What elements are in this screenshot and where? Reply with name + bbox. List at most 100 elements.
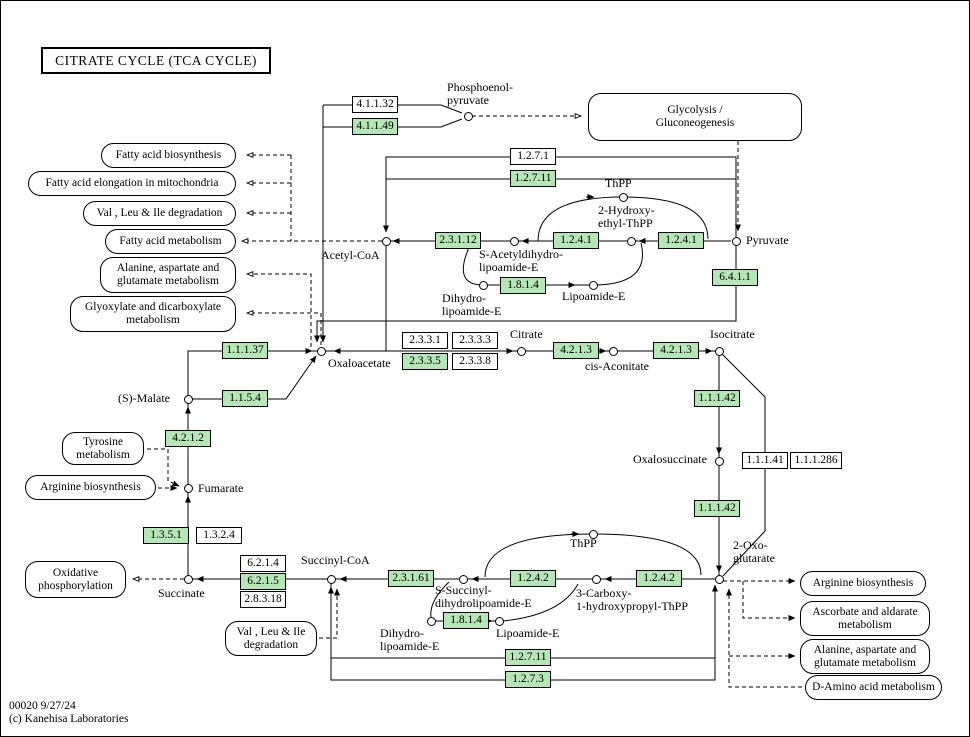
- pathway-link-label: Glyoxylate and dicarboxylate: [84, 301, 222, 313]
- compound-node-pyruvate[interactable]: [731, 236, 741, 246]
- compound-node-thpp-pdh[interactable]: [618, 192, 628, 202]
- pathway-link-label: metabolism: [126, 314, 180, 326]
- pathway-link-fatty-acid-elongation-mitochondria[interactable]: Fatty acid elongation in mitochondria: [28, 171, 236, 196]
- enzyme-box-2.3.3.1[interactable]: 2.3.3.1: [402, 332, 448, 349]
- compound-label-oxaloacetate: Oxaloacetate: [328, 356, 391, 370]
- pathway-link-glycolysis[interactable]: Glycolysis /Gluconeogenesis: [588, 93, 802, 141]
- compound-node-s-succinyldihydrolipoamide-e[interactable]: [458, 574, 468, 584]
- compound-node-oxalosuccinate[interactable]: [714, 456, 724, 466]
- pathway-link-label: metabolism: [838, 618, 892, 631]
- compound-label-dihydro-lipoamide-e-ogdh: Dihydro-lipoamide-E: [380, 626, 440, 653]
- compound-label-cis-aconitate: cis-Aconitate: [585, 359, 649, 373]
- compound-node-oxaloacetate[interactable]: [316, 346, 326, 356]
- compound-node-lipoamide-e-ogdh[interactable]: [494, 616, 504, 626]
- enzyme-box-1.1.1.41[interactable]: 1.1.1.41: [742, 452, 788, 469]
- compound-label-isocitrate: Isocitrate: [710, 327, 755, 341]
- compound-label-lipoamide-e-ogdh: Lipoamide-E: [496, 626, 560, 640]
- enzyme-box-6.2.1.5[interactable]: 6.2.1.5: [240, 573, 286, 590]
- enzyme-box-1.1.1.42[interactable]: 1.1.1.42: [694, 390, 740, 407]
- enzyme-box-2.8.3.18[interactable]: 2.8.3.18: [240, 591, 286, 608]
- compound-node-acetyl-coa[interactable]: [381, 236, 391, 246]
- pathway-link-label: Val , Leu & Ile: [236, 625, 306, 638]
- pathway-link-label: Alanine, aspartate and: [813, 643, 917, 656]
- compound-label-fumarate: Fumarate: [198, 481, 244, 495]
- enzyme-box-1.2.7.11[interactable]: 1.2.7.11: [510, 170, 556, 187]
- pathway-link-label: Alanine, aspartate and: [116, 262, 220, 274]
- enzyme-box-4.2.1.3[interactable]: 4.2.1.3: [653, 342, 699, 359]
- pathway-link-label: Glycolysis /: [667, 104, 723, 116]
- enzyme-box-6.2.1.4[interactable]: 6.2.1.4: [240, 555, 286, 572]
- enzyme-box-6.4.1.1[interactable]: 6.4.1.1: [712, 269, 758, 286]
- enzyme-box-1.3.5.1[interactable]: 1.3.5.1: [143, 527, 189, 544]
- compound-node-fumarate[interactable]: [183, 483, 193, 493]
- enzyme-box-1.2.7.3[interactable]: 1.2.7.3: [505, 671, 551, 688]
- pathway-link-label: Gluconeogenesis: [655, 117, 735, 129]
- copyright: (c) Kanehisa Laboratories: [9, 713, 129, 725]
- enzyme-box-1.1.5.4[interactable]: 1.1.5.4: [222, 390, 268, 407]
- compound-node-s-acetyldihydrolipoamide-e[interactable]: [509, 236, 519, 246]
- compound-node-2-hydroxyethyl-thpp[interactable]: [626, 236, 636, 246]
- compound-label-s-succinyl-dihydrolipoamide-e: S-Succinyl-dihydrolipoamide-E: [435, 583, 532, 610]
- enzyme-box-4.1.1.32[interactable]: 4.1.1.32: [352, 96, 398, 113]
- compound-node-dihydrolipoamide-e-pdh[interactable]: [478, 280, 488, 290]
- enzyme-box-1.2.4.2[interactable]: 1.2.4.2: [510, 570, 556, 587]
- compound-node-succinate[interactable]: [183, 574, 193, 584]
- pathway-link-label: Fatty acid metabolism: [119, 235, 222, 247]
- compound-node-3-carboxy-1-hydroxypropyl-thpp[interactable]: [591, 574, 601, 584]
- enzyme-box-1.1.1.37[interactable]: 1.1.1.37: [222, 342, 268, 359]
- enzyme-box-2.3.3.5[interactable]: 2.3.3.5: [402, 353, 448, 370]
- enzyme-box-1.2.4.1[interactable]: 1.2.4.1: [658, 232, 704, 249]
- enzyme-box-1.8.1.4[interactable]: 1.8.1.4: [500, 277, 546, 294]
- compound-label-phosphoenolpyruvate: Phosphoenol-pyruvate: [447, 80, 513, 107]
- compound-node-dihydrolipoamide-e-ogdh[interactable]: [426, 616, 436, 626]
- compound-node-lipoamide-e-pdh[interactable]: [588, 280, 598, 290]
- pathway-link-fatty-acid-biosynthesis[interactable]: Fatty acid biosynthesis: [101, 143, 236, 168]
- compound-node-citrate[interactable]: [516, 346, 526, 356]
- compound-node-succinyl-coa[interactable]: [326, 574, 336, 584]
- pathway-link-fatty-acid-metabolism[interactable]: Fatty acid metabolism: [105, 229, 236, 254]
- enzyme-box-1.1.1.286[interactable]: 1.1.1.286: [790, 452, 842, 469]
- enzyme-box-2.3.3.8[interactable]: 2.3.3.8: [452, 353, 498, 370]
- enzyme-box-1.8.1.4[interactable]: 1.8.1.4: [443, 612, 489, 629]
- pathway-link-label: glutamate metabolism: [814, 656, 916, 669]
- compound-label-succinyl-coa: Succinyl-CoA: [301, 553, 370, 567]
- pathway-link-arginine-biosynthesis-left[interactable]: Arginine biosynthesis: [25, 475, 156, 500]
- compound-node-phosphoenolpyruvate[interactable]: [463, 111, 473, 121]
- enzyme-box-4.1.1.49[interactable]: 4.1.1.49: [352, 118, 398, 135]
- enzyme-box-1.2.4.2[interactable]: 1.2.4.2: [636, 570, 682, 587]
- pathway-link-arginine-biosynthesis-right[interactable]: Arginine biosynthesis: [800, 571, 926, 596]
- compound-node-thpp-ogdh[interactable]: [588, 529, 598, 539]
- pathway-link-label: glutamate metabolism: [117, 275, 219, 287]
- enzyme-box-2.3.1.61[interactable]: 2.3.1.61: [388, 570, 434, 587]
- compound-label-pyruvate: Pyruvate: [746, 233, 789, 247]
- enzyme-box-1.1.1.42[interactable]: 1.1.1.42: [694, 500, 740, 517]
- map-title: CITRATE CYCLE (TCA CYCLE): [41, 47, 271, 74]
- compound-node-isocitrate[interactable]: [714, 346, 724, 356]
- compound-node-s-malate[interactable]: [183, 394, 193, 404]
- compound-node-2-oxoglutarate[interactable]: [714, 574, 724, 584]
- compound-label-s-malate: (S)-Malate: [118, 391, 170, 405]
- pathway-link-label: phosphorylation: [38, 579, 113, 592]
- enzyme-box-1.2.4.1[interactable]: 1.2.4.1: [553, 232, 599, 249]
- pathway-link-label: metabolism: [76, 448, 130, 461]
- pathway-link-d-amino-acid-metabolism[interactable]: D-Amino acid metabolism: [805, 675, 942, 700]
- enzyme-box-2.3.3.3[interactable]: 2.3.3.3: [452, 332, 498, 349]
- enzyme-box-1.2.7.1[interactable]: 1.2.7.1: [510, 148, 556, 165]
- map-footer: 00020 9/27/24 (c) Kanehisa Laboratories: [9, 700, 128, 726]
- enzyme-box-2.3.1.12[interactable]: 2.3.1.12: [435, 232, 481, 249]
- compound-label-dihydro-lipoamide-e-pdh: Dihydro-lipoamide-E: [442, 291, 502, 318]
- enzyme-box-1.2.7.11[interactable]: 1.2.7.11: [505, 649, 551, 666]
- compound-node-cis-aconitate[interactable]: [608, 346, 618, 356]
- enzyme-box-4.2.1.2[interactable]: 4.2.1.2: [165, 430, 211, 447]
- enzyme-box-1.3.2.4[interactable]: 1.3.2.4: [196, 527, 242, 544]
- pathway-link-val-leu-ile-degradation-top[interactable]: Val , Leu & Ile degradation: [83, 201, 236, 226]
- enzyme-box-4.2.1.3[interactable]: 4.2.1.3: [553, 342, 599, 359]
